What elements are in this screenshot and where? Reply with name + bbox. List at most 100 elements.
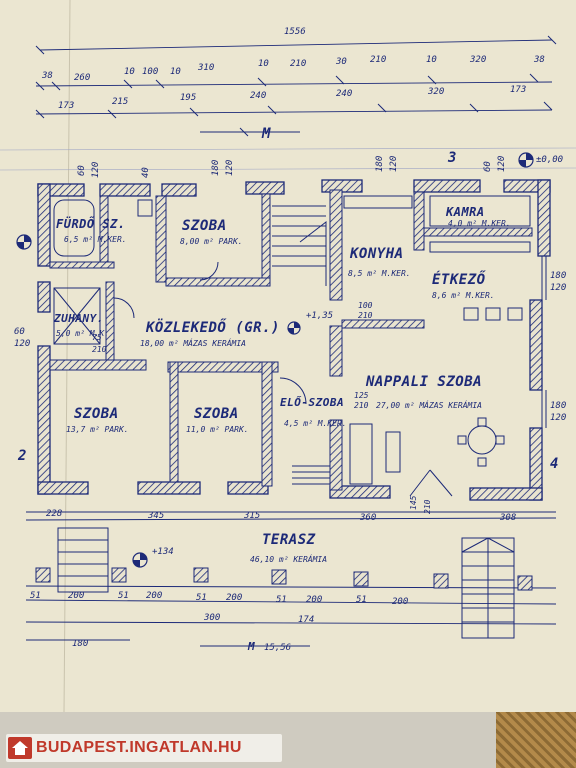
dimb-360: 360 xyxy=(359,513,376,523)
dim2-320: 320 xyxy=(427,87,444,97)
room-szoba-left-area: 13,7 m² PARK. xyxy=(66,425,129,434)
dim-320: 320 xyxy=(469,55,486,65)
room-nappali-area: 27,00 m² MÁZAS KERÁMIA xyxy=(376,399,482,410)
dim-75: 75 xyxy=(92,333,102,342)
dimension-ticks xyxy=(35,35,557,137)
room-etkezo-name: ÉTKEZŐ xyxy=(432,271,487,288)
dim-side-180b: 180 xyxy=(550,401,566,411)
dimb2-51c: 51 xyxy=(196,593,207,603)
room-nappali-name: NAPPALI SZOBA xyxy=(365,374,482,390)
dim-side-120b: 120 xyxy=(14,339,30,349)
room-szoba-top-area: 8,00 m² PARK. xyxy=(180,237,243,246)
dim-120-top: 120 xyxy=(91,162,101,178)
dim2-195: 195 xyxy=(180,93,196,103)
terrace-columns xyxy=(35,567,533,591)
dim-side-120c: 120 xyxy=(550,413,566,423)
dimb2-200a: 200 xyxy=(68,591,84,601)
dim2-173: 173 xyxy=(58,101,74,111)
dimb2-200e: 200 xyxy=(392,597,408,607)
dimb-345: 345 xyxy=(147,511,164,521)
elevation-marker-terrace xyxy=(132,552,148,568)
room-zuhany-area: 5,0 m² M.K. xyxy=(56,329,109,338)
dim-145: 145 xyxy=(409,495,418,510)
dim-60-top: 60 xyxy=(77,165,87,176)
dim-10b: 10 xyxy=(170,67,181,77)
terrace-outline xyxy=(25,511,557,639)
floor-plan-drawing: 1556 38 260 10 100 10 310 10 210 30 210 … xyxy=(0,0,576,712)
dim-120-top4: 120 xyxy=(497,156,507,172)
dim2-240b: 240 xyxy=(336,89,352,99)
room-szoba-mid-area: 11,0 m² PARK. xyxy=(186,425,249,434)
room-eloszoba-area: 4,5 m² M.KER. xyxy=(284,419,347,428)
room-konyha-name: KONYHA xyxy=(349,246,404,262)
dim-38b: 38 xyxy=(533,55,545,65)
dimb-315: 315 xyxy=(243,511,260,521)
house-icon xyxy=(8,737,32,759)
inner-walls xyxy=(49,189,533,491)
dimb-308: 308 xyxy=(499,513,516,523)
axis-label-m: M xyxy=(261,126,271,142)
room-szoba-top-name: SZOBA xyxy=(182,218,227,234)
dim-210d: 210 xyxy=(423,499,432,514)
elevation-hall: +1,35 xyxy=(306,311,333,321)
elevation-top: ±0,00 xyxy=(536,155,563,165)
paper-fold xyxy=(63,0,71,712)
elevation-marker-left xyxy=(16,234,32,250)
dim2-173b: 173 xyxy=(510,85,526,95)
room-szoba-mid-name: SZOBA xyxy=(194,406,239,422)
room-konyha-area: 8,5 m² M.KER. xyxy=(348,269,411,278)
dim-total: 1556 xyxy=(284,27,306,37)
dim2-240a: 240 xyxy=(250,91,266,101)
room-zuhany-name: ZUHANY. xyxy=(53,312,104,325)
dim-120-top3: 120 xyxy=(389,156,399,172)
paper-sheet xyxy=(0,0,576,712)
watermark-logo: BUDAPEST.INGATLAN.HU xyxy=(6,734,282,762)
elevation-marker-top xyxy=(518,152,534,168)
bottom-dimension-lines xyxy=(25,599,557,647)
dim-100: 100 xyxy=(142,67,158,77)
dim-310: 310 xyxy=(197,63,214,73)
room-furdo-area: 6,5 m² M.KER. xyxy=(64,235,127,244)
dim-30: 30 xyxy=(335,57,347,67)
elevation-marker-hall xyxy=(287,321,301,335)
dim-side-60: 60 xyxy=(14,327,25,337)
dimb3-174: 174 xyxy=(298,615,314,625)
dim-210c: 210 xyxy=(354,401,369,410)
room-kozlekedo-area: 18,00 m² MÁZAS KERÁMIA xyxy=(140,337,246,348)
dim-100-210: 100 xyxy=(358,301,373,310)
dimb2-200b: 200 xyxy=(146,591,162,601)
section-mark-3: 3 xyxy=(447,150,457,166)
room-kamra-area: 4,0 m² M.KER. xyxy=(448,219,511,228)
dim-210a: 210 xyxy=(290,59,306,69)
top-dimension-lines xyxy=(35,39,553,133)
dim-180-top: 180 xyxy=(211,160,221,176)
dimb2-200d: 200 xyxy=(306,595,322,605)
dimb2-51b: 51 xyxy=(118,591,129,601)
dim-10d: 10 xyxy=(426,55,437,65)
dim-210b: 210 xyxy=(370,55,386,65)
dimb3-180: 180 xyxy=(72,639,88,649)
room-eloszoba-name: ELŐ-SZOBA xyxy=(280,395,344,409)
section-mark-2: 2 xyxy=(17,448,27,464)
watermark-text: BUDAPEST.INGATLAN.HU xyxy=(36,739,242,756)
outer-walls xyxy=(37,179,551,501)
dim-side-180a: 180 xyxy=(550,271,566,281)
room-kamra-name: KAMRA xyxy=(445,205,485,219)
dim-10a: 10 xyxy=(124,67,135,77)
fixtures xyxy=(53,195,547,497)
dim-10c: 10 xyxy=(258,59,269,69)
room-etkezo-area: 8,6 m² M.KER. xyxy=(432,291,495,300)
dimb-228: 228 xyxy=(46,509,62,519)
dimb2-51d: 51 xyxy=(276,595,287,605)
dimb2-51a: 51 xyxy=(30,591,41,601)
woven-mat xyxy=(496,712,576,768)
dim-260: 260 xyxy=(74,73,90,83)
elevation-terrace: +134 xyxy=(152,547,174,557)
dim-180-top3: 180 xyxy=(375,156,385,172)
dimb3-1556: 15,56 xyxy=(264,643,291,653)
room-szoba-left-name: SZOBA xyxy=(74,406,119,422)
dim-120-top2: 120 xyxy=(225,160,235,176)
dim-38: 38 xyxy=(41,71,53,81)
dim-40-top: 40 xyxy=(141,167,151,178)
